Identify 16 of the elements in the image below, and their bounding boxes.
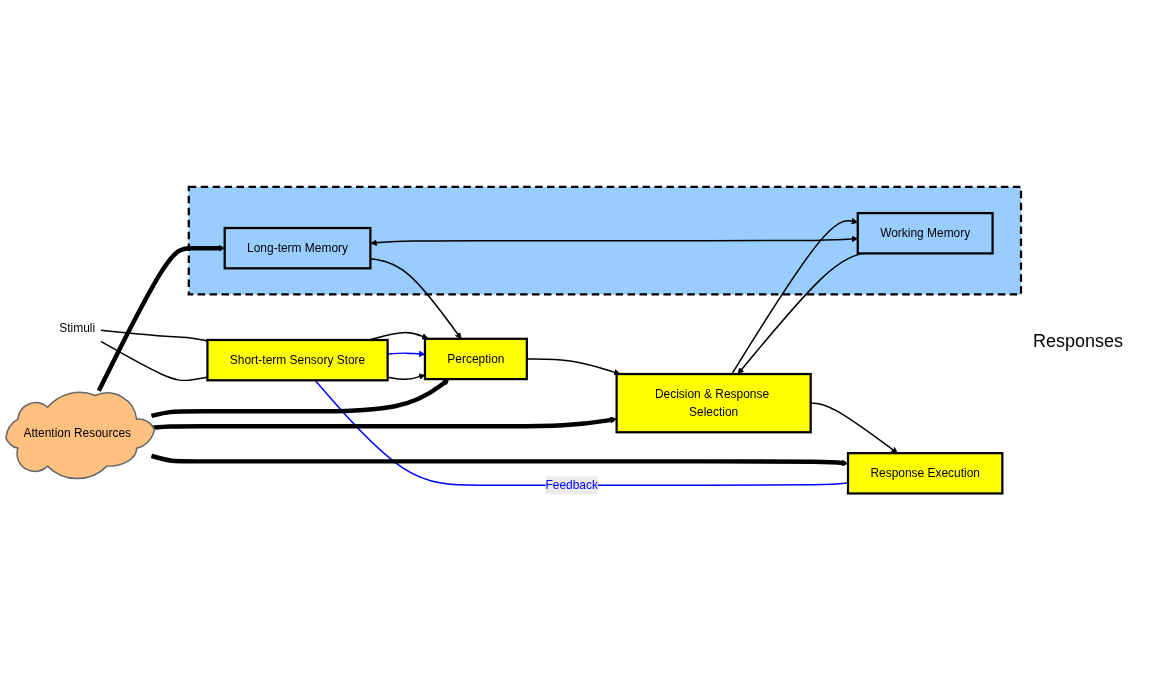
arrow: [151, 417, 617, 431]
node-box: Working Memory: [856, 212, 994, 255]
connector: [100, 329, 209, 343]
node-box: Response Execution: [846, 452, 1004, 495]
node-box: Perception: [423, 338, 528, 381]
cluster: [187, 186, 1023, 296]
node-box: Short-term Sensory Store: [206, 339, 389, 382]
node-text: Stimuli: [59, 321, 96, 335]
arrow: [150, 454, 849, 467]
arrow: [96, 245, 225, 393]
arrow: [150, 379, 450, 419]
node-box: Long-term Memory: [223, 227, 372, 270]
output-label: Responses: [1033, 330, 1125, 352]
node-box: Decision & Response Selection: [615, 373, 812, 434]
edge-label: Feedback: [545, 478, 598, 492]
arrow: [526, 358, 621, 376]
